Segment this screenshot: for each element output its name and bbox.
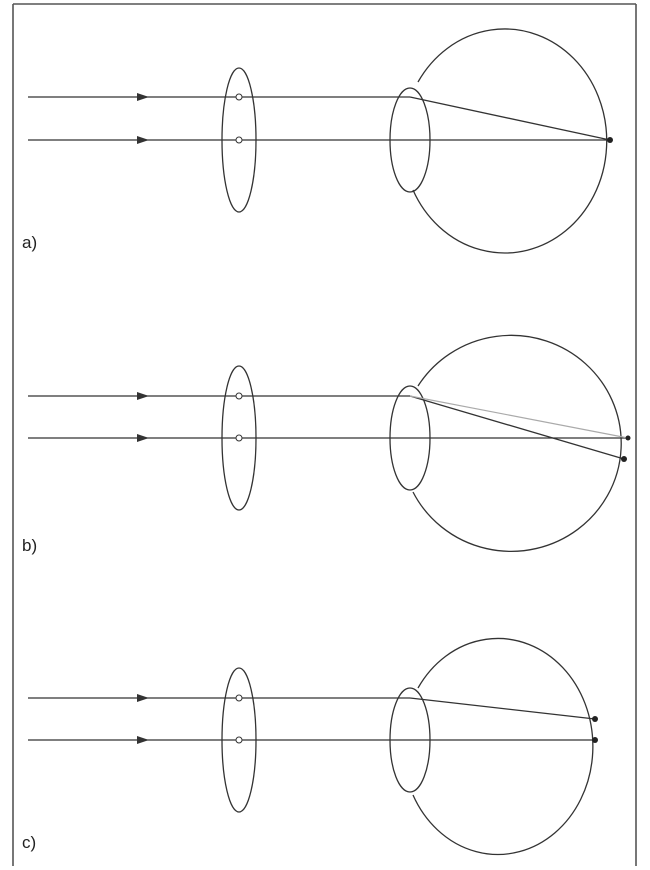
lens-crossing-lower-b: [236, 435, 242, 441]
focal-point-lower-c: [592, 737, 598, 743]
faint-refracted-ray-b: [410, 396, 628, 438]
lens-crossing-lower-c: [236, 737, 242, 743]
lens-crossing-upper-a: [236, 94, 242, 100]
panel-c: c): [22, 638, 598, 854]
eyeball-a: [413, 29, 607, 253]
panel-b: b): [22, 335, 631, 555]
panel-label-c: c): [22, 833, 36, 852]
panel-label-b: b): [22, 536, 37, 555]
focal-point-upper-c: [592, 716, 598, 722]
axis-end-point-b: [626, 436, 631, 441]
panel-a: a): [22, 29, 613, 253]
lens-crossing-upper-c: [236, 695, 242, 701]
refracted-ray-a: [410, 97, 610, 140]
focal-point-b: [621, 456, 627, 462]
arrowhead-lower-b: [137, 434, 149, 442]
arrowhead-lower-c: [137, 736, 149, 744]
arrowhead-upper-a: [137, 93, 149, 101]
refracted-ray-c: [410, 698, 595, 719]
eyeball-b: [413, 335, 621, 551]
panel-label-a: a): [22, 233, 37, 252]
refracted-ray-b: [410, 396, 624, 459]
lens-crossing-lower-a: [236, 137, 242, 143]
focal-point-a: [607, 137, 613, 143]
arrowhead-upper-c: [137, 694, 149, 702]
arrowhead-lower-a: [137, 136, 149, 144]
arrowhead-upper-b: [137, 392, 149, 400]
lens-crossing-upper-b: [236, 393, 242, 399]
eyeball-c: [413, 638, 593, 854]
